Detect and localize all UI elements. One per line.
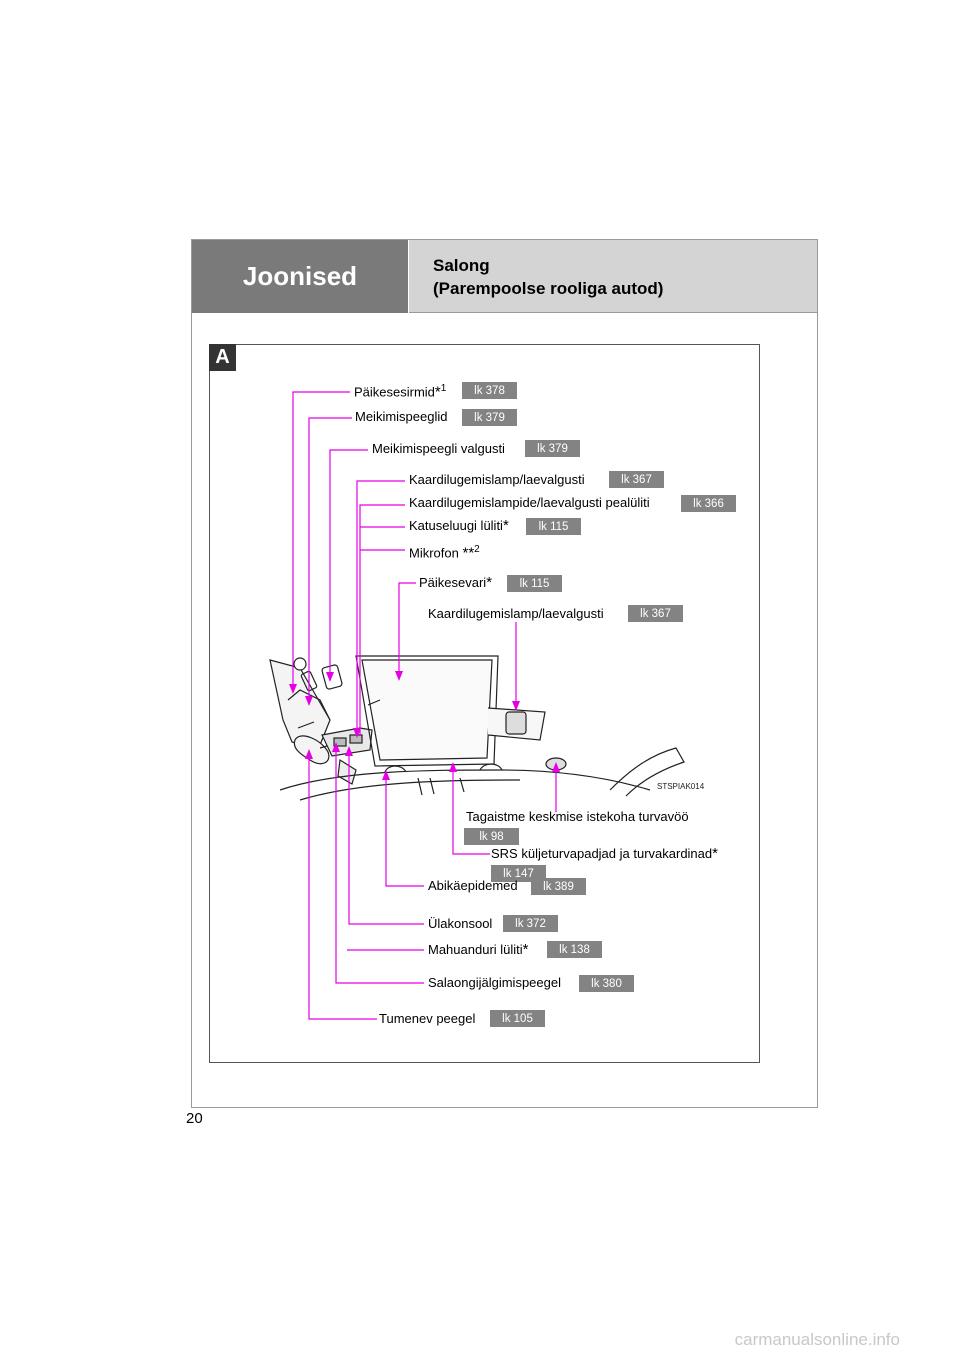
figure-panel — [209, 344, 760, 1063]
label-assist-grips: Abikäepidemed — [428, 878, 518, 893]
watermark: carmanualsonline.info — [734, 1330, 900, 1349]
label-main-switch: Kaardilugemislampide/laevalgusti pealüli… — [409, 495, 650, 510]
label-overhead-console: Ülakonsool — [428, 916, 493, 931]
section-tab: Joonised — [192, 240, 408, 313]
ref-sunshade[interactable]: lk 115 — [507, 575, 562, 592]
ref-map-lamp-front[interactable]: lk 367 — [609, 471, 664, 488]
ref-main-switch[interactable]: lk 366 — [681, 495, 736, 512]
label-rear-center-belt: Tagaistme keskmise istekoha turvavöö — [466, 809, 689, 824]
ref-intrusion-switch[interactable]: lk 138 — [547, 941, 602, 958]
figure-letter: A — [209, 344, 236, 371]
image-code: STSPIAK014 — [657, 782, 705, 791]
ref-conversation-mirror[interactable]: lk 380 — [579, 975, 634, 992]
label-srs-airbags: SRS küljeturvapadjad ja turvakardinad* — [491, 845, 718, 862]
label-map-lamp-front: Kaardilugemislamp/laevalgusti — [409, 472, 585, 487]
ref-sun-visors[interactable]: lk 378 — [462, 382, 517, 399]
ref-vanity-lights[interactable]: lk 379 — [525, 440, 580, 457]
label-dimming-mirror: Tumenev peegel — [379, 1011, 476, 1026]
label-microphone: Mikrofon **2 — [409, 544, 480, 562]
label-map-lamp-rear: Kaardilugemislamp/laevalgusti — [428, 606, 604, 621]
leader-arrowheads — [289, 671, 560, 780]
ref-assist-grips[interactable]: lk 389 — [531, 878, 586, 895]
header-title-box: Salong (Parempoolse rooliga autod) — [409, 240, 817, 313]
leader-lines — [292, 391, 557, 1020]
ref-dimming-mirror[interactable]: lk 105 — [490, 1010, 545, 1027]
page-number: 20 — [186, 1110, 203, 1127]
label-conversation-mirror: Salaongijälgimispeegel — [428, 975, 561, 990]
ref-rear-center-belt[interactable]: lk 98 — [464, 828, 519, 845]
ref-overhead-console[interactable]: lk 372 — [503, 915, 558, 932]
label-sunshade: Päikesevari* — [419, 574, 493, 591]
ref-srs-airbags[interactable]: lk 147 — [491, 865, 546, 882]
ref-vanity-mirrors[interactable]: lk 379 — [462, 409, 517, 426]
page-frame — [191, 239, 818, 1108]
label-sun-visors: Päikesesirmid*1 — [354, 383, 447, 401]
ref-moon-roof-switch[interactable]: lk 115 — [526, 518, 581, 535]
label-vanity-lights: Meikimispeegli valgusti — [372, 441, 505, 456]
label-moon-roof-switch: Katuseluugi lüliti* — [409, 517, 509, 534]
label-intrusion-switch: Mahuanduri lüliti* — [428, 941, 529, 958]
ref-map-lamp-rear[interactable]: lk 367 — [628, 605, 683, 622]
label-vanity-mirrors: Meikimispeeglid — [355, 409, 448, 424]
page-title: Salong (Parempoolse rooliga autod) — [433, 256, 664, 298]
